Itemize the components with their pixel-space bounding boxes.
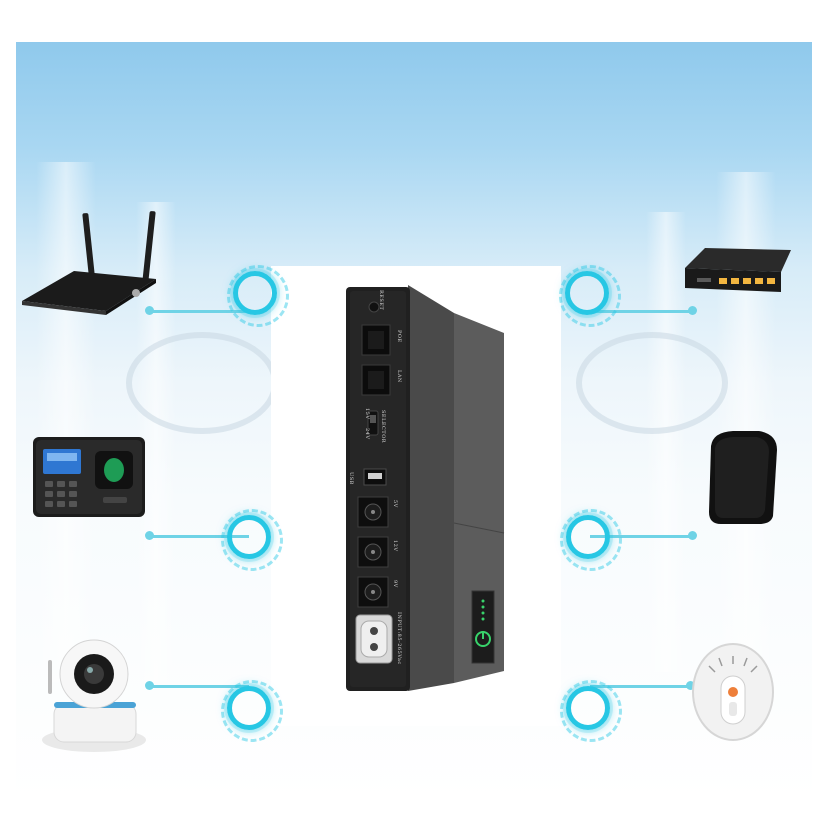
connector-dot <box>145 681 154 690</box>
connector-dot <box>688 306 697 315</box>
smoke-detector-icon <box>692 643 774 741</box>
selector-option-a: 15V <box>364 408 370 420</box>
connector-line <box>590 535 694 538</box>
connector-dot <box>145 531 154 540</box>
input-rating-label: INPUT:85-265Vac <box>396 612 402 665</box>
selector-label: SELECTOR <box>380 410 386 444</box>
ip-camera-icon <box>42 639 146 752</box>
network-switch-icon <box>685 248 791 292</box>
wifi-router-icon <box>22 211 156 315</box>
connector-line <box>590 685 690 688</box>
lan-label: LAN <box>396 370 402 383</box>
usb-label: USB <box>348 472 354 485</box>
link-node-icon <box>560 680 622 742</box>
mini-ups-unit <box>346 285 505 691</box>
link-node-icon <box>559 265 621 327</box>
connector-dot <box>145 306 154 315</box>
link-node-icon <box>221 680 283 742</box>
link-node-icon <box>227 265 289 327</box>
link-node-icon <box>560 509 622 571</box>
output-12v-label: 12V <box>392 540 398 552</box>
connector-line <box>149 685 249 688</box>
connector-line <box>149 310 249 313</box>
selector-option-b: 24V <box>364 428 370 440</box>
output-9v-label: 9V <box>392 580 398 588</box>
connector-line <box>149 535 249 538</box>
poe-label: POE <box>396 330 402 343</box>
reset-label: RESET <box>378 290 384 311</box>
connector-dot <box>688 531 697 540</box>
connector-line <box>590 310 694 313</box>
link-node-icon <box>221 509 283 571</box>
fingerprint-attendance-icon <box>33 437 145 517</box>
output-5v-label: 5V <box>392 500 398 508</box>
connector-dot <box>686 681 695 690</box>
modem-icon <box>709 431 777 524</box>
